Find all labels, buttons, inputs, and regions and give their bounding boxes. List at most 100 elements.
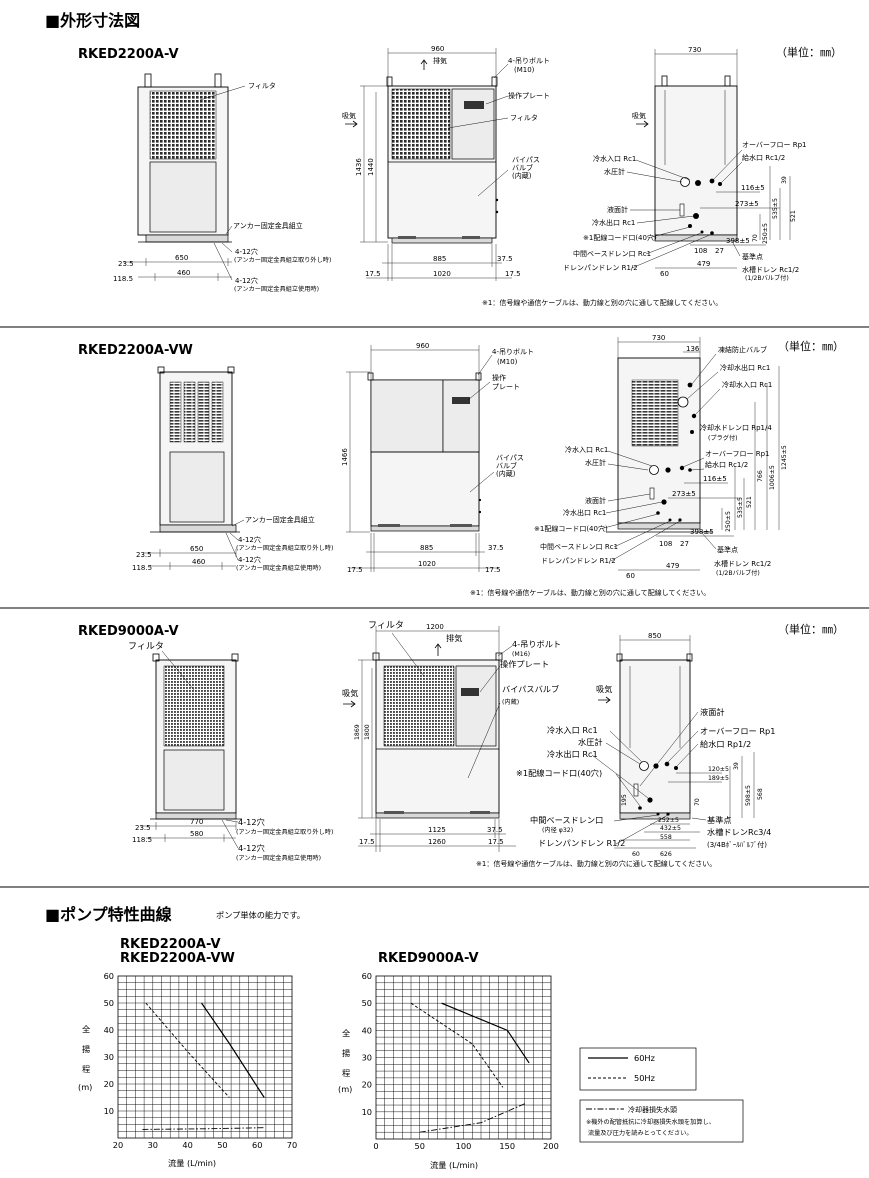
svg-text:4-12穴: 4-12穴 bbox=[238, 555, 261, 564]
svg-text:水槽ドレン Rc1/2: 水槽ドレン Rc1/2 bbox=[714, 559, 771, 568]
model-title-1: RKED2200A-V bbox=[78, 47, 179, 62]
svg-text:※1配線コード口(40穴): ※1配線コード口(40穴) bbox=[583, 233, 657, 242]
svg-text:23.5: 23.5 bbox=[135, 824, 151, 832]
svg-text:1800: 1800 bbox=[364, 724, 371, 740]
svg-text:1260: 1260 bbox=[428, 838, 446, 846]
svg-text:479: 479 bbox=[666, 562, 679, 570]
svg-text:960: 960 bbox=[431, 45, 444, 53]
svg-text:(アンカー固定金具組立取り外し時): (アンカー固定金具組立取り外し時) bbox=[234, 256, 331, 264]
svg-text:4-12穴: 4-12穴 bbox=[238, 843, 265, 853]
svg-text:1200: 1200 bbox=[426, 623, 444, 631]
svg-text:水槽ドレン Rc1/2: 水槽ドレン Rc1/2 bbox=[742, 265, 799, 274]
svg-text:全: 全 bbox=[342, 1028, 350, 1038]
svg-text:給水口 Rc1/2: 給水口 Rc1/2 bbox=[742, 153, 785, 162]
model-title-2: RKED2200A-VW bbox=[78, 343, 193, 358]
chart1-title-b: RKED2200A-VW bbox=[120, 951, 235, 966]
svg-text:70: 70 bbox=[752, 234, 759, 242]
model-title-3: RKED9000A-V bbox=[78, 624, 179, 639]
svg-text:オーバーフロー Rp1: オーバーフロー Rp1 bbox=[742, 141, 807, 149]
svg-text:冷却水入口 Rc1: 冷却水入口 Rc1 bbox=[722, 380, 772, 389]
svg-text:排気: 排気 bbox=[446, 633, 462, 643]
svg-text:730: 730 bbox=[688, 46, 701, 54]
svg-text:521: 521 bbox=[746, 496, 753, 508]
chart2-xtick-label: 50 bbox=[415, 1141, 425, 1151]
svg-text:1006±5: 1006±5 bbox=[769, 465, 776, 490]
svg-text:460: 460 bbox=[177, 269, 190, 277]
left-view-1: フィルタ アンカー固定金具組立 4-12穴 (アンカー固定金具組立取り外し時) … bbox=[113, 73, 331, 293]
chart2-title: RKED9000A-V bbox=[378, 951, 479, 966]
legend-loss: 冷却器損失水頭 bbox=[628, 1105, 677, 1114]
svg-text:108: 108 bbox=[694, 247, 707, 255]
svg-text:液面計: 液面計 bbox=[700, 707, 725, 717]
chart1-title-a: RKED2200A-V bbox=[120, 937, 221, 952]
svg-text:1020: 1020 bbox=[418, 560, 436, 568]
svg-text:吸気: 吸気 bbox=[342, 111, 356, 120]
svg-text:(アンカー固定金具組立使用時): (アンカー固定金具組立使用時) bbox=[236, 854, 321, 862]
svg-text:給水口 Rc1/2: 給水口 Rc1/2 bbox=[705, 460, 748, 469]
unit-label-3: （単位：㎜） bbox=[778, 622, 844, 636]
svg-text:(アンカー固定金具組立使用時): (アンカー固定金具組立使用時) bbox=[236, 564, 321, 572]
chart1-xtick-label: 50 bbox=[217, 1140, 227, 1150]
chart2-xtick-label: 100 bbox=[456, 1141, 472, 1151]
svg-text:136: 136 bbox=[686, 345, 700, 353]
chart2-ytick-label: 30 bbox=[362, 1053, 372, 1063]
legend-note2: 流量及び圧力を読みとってください。 bbox=[588, 1129, 693, 1137]
svg-text:バイパスバルブ: バイパスバルブ bbox=[502, 684, 559, 694]
svg-text:598±5: 598±5 bbox=[745, 785, 752, 806]
cable-note-1: ※1：信号線や通信ケーブルは、動力線と別の穴に通して配線してください。 bbox=[482, 298, 722, 307]
svg-text:250±5: 250±5 bbox=[762, 223, 769, 244]
svg-text:4-12穴: 4-12穴 bbox=[235, 276, 258, 285]
svg-text:冷水出口 Rc1: 冷水出口 Rc1 bbox=[547, 749, 598, 759]
svg-text:アンカー固定金具組立: アンカー固定金具組立 bbox=[245, 515, 315, 524]
chart2-xtick-label: 0 bbox=[373, 1141, 378, 1151]
svg-text:フィルタ: フィルタ bbox=[368, 620, 404, 631]
svg-text:基準点: 基準点 bbox=[742, 252, 763, 261]
svg-text:535±5: 535±5 bbox=[772, 198, 779, 219]
svg-text:全: 全 bbox=[82, 1024, 90, 1034]
svg-text:118.5: 118.5 bbox=[113, 275, 133, 283]
svg-text:※1配線コード口(40穴): ※1配線コード口(40穴) bbox=[516, 768, 602, 778]
svg-text:バルブ: バルブ bbox=[496, 461, 517, 470]
svg-text:37.5: 37.5 bbox=[487, 826, 503, 834]
svg-text:基準点: 基準点 bbox=[717, 545, 738, 554]
chart1-xtick-label: 60 bbox=[252, 1140, 262, 1150]
chart2-ytick-label: 50 bbox=[362, 998, 372, 1008]
unit-label-1: （単位：㎜） bbox=[776, 45, 842, 59]
chart2-ytick-label: 20 bbox=[362, 1080, 372, 1090]
unit-label-2: （単位：㎜） bbox=[778, 339, 844, 353]
svg-text:(m): (m) bbox=[338, 1084, 352, 1094]
svg-text:水圧計: 水圧計 bbox=[578, 737, 603, 747]
chart1-series-dashed bbox=[145, 1002, 230, 1098]
cable-note-3: ※1：信号線や通信ケーブルは、動力線と別の穴に通して配線してください。 bbox=[476, 859, 716, 868]
svg-text:(1/2Bバルブ付): (1/2Bバルブ付) bbox=[745, 274, 789, 282]
chart2-xtick-label: 150 bbox=[499, 1141, 515, 1151]
svg-text:フィルタ: フィルタ bbox=[128, 641, 164, 652]
legend-50hz: 50Hz bbox=[634, 1073, 655, 1083]
chart1-xtick-label: 70 bbox=[287, 1140, 297, 1150]
front-view-2: 960 4-吊りボルト (M10) 操作 プレート バイパス バルブ (内蔵) … bbox=[341, 342, 534, 574]
chart2-ytick-label: 10 bbox=[362, 1107, 372, 1117]
svg-text:水圧計: 水圧計 bbox=[585, 458, 606, 467]
svg-text:535±5: 535±5 bbox=[737, 497, 744, 518]
svg-text:23.5: 23.5 bbox=[136, 551, 152, 559]
svg-text:揚: 揚 bbox=[82, 1044, 90, 1054]
svg-text:460: 460 bbox=[192, 558, 205, 566]
svg-text:1466: 1466 bbox=[341, 448, 349, 466]
svg-text:フィルタ: フィルタ bbox=[248, 81, 276, 90]
cable-note-2: ※1：信号線や通信ケーブルは、動力線と別の穴に通して配線してください。 bbox=[470, 588, 710, 597]
svg-text:(アンカー固定金具組立取り外し時): (アンカー固定金具組立取り外し時) bbox=[236, 544, 333, 552]
svg-text:960: 960 bbox=[416, 342, 429, 350]
svg-text:17.5: 17.5 bbox=[485, 566, 501, 574]
svg-text:37.5: 37.5 bbox=[488, 544, 504, 552]
svg-text:冷水入口 Rc1: 冷水入口 Rc1 bbox=[593, 154, 636, 163]
svg-text:吸気: 吸気 bbox=[342, 688, 358, 698]
svg-text:1436: 1436 bbox=[355, 158, 363, 176]
svg-text:(内蔵): (内蔵) bbox=[512, 171, 532, 180]
svg-text:(1/2Bバルブ付): (1/2Bバルブ付) bbox=[716, 569, 760, 577]
chart1-xtick-label: 40 bbox=[182, 1140, 192, 1150]
svg-text:(アンカー固定金具組立取り外し時): (アンカー固定金具組立取り外し時) bbox=[236, 828, 333, 836]
svg-text:116±5: 116±5 bbox=[703, 475, 727, 483]
chart1-ytick-label: 30 bbox=[104, 1052, 114, 1062]
